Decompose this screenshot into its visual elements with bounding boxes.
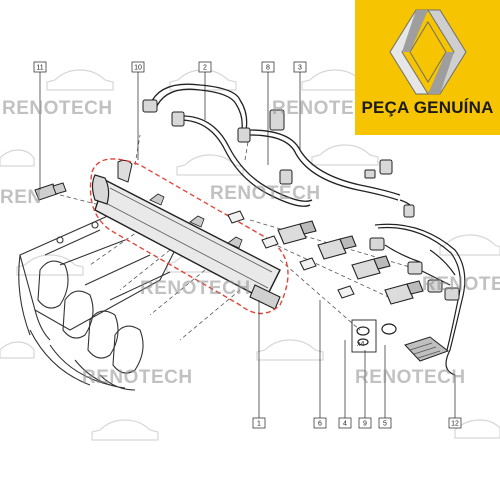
callout-tag: 3 bbox=[293, 61, 307, 73]
callout-number: 2 bbox=[203, 65, 207, 72]
watermark-text: RENOTECH bbox=[82, 367, 193, 388]
watermark-text: RENOTECH bbox=[422, 274, 500, 295]
callout-tag: 11 bbox=[33, 61, 47, 73]
callout-number: 12 bbox=[451, 421, 459, 428]
watermark-text: RENOTECH bbox=[210, 183, 321, 204]
callout-number: 8 bbox=[266, 65, 270, 72]
watermark-text: RENOTECH bbox=[355, 367, 466, 388]
renault-diamond-icon bbox=[389, 9, 467, 95]
fuel-rail bbox=[91, 159, 281, 310]
callout-tag: 8 bbox=[261, 61, 275, 73]
fuel-injectors bbox=[277, 220, 424, 305]
o-rings bbox=[351, 319, 397, 353]
callout-number: 10 bbox=[134, 65, 142, 72]
watermark-text: RENOTECH bbox=[0, 187, 42, 208]
pressure-fitting bbox=[34, 182, 67, 201]
callout-tags: 11 10 2 8 3 1 6 4 9 5 12 x4 bbox=[33, 61, 462, 429]
callout-tag: 4 bbox=[338, 417, 352, 429]
injector-clips bbox=[227, 210, 355, 299]
pipe-fittings bbox=[142, 99, 415, 218]
callout-number: 9 bbox=[363, 421, 367, 428]
callout-tag: 1 bbox=[252, 417, 266, 429]
quantity-label: x4 bbox=[357, 341, 365, 348]
callout-tag: 12 bbox=[448, 417, 462, 429]
assembly-guide-lines bbox=[59, 129, 421, 341]
callout-leaders bbox=[39, 72, 456, 418]
watermark-text: RENOTECH bbox=[140, 278, 251, 299]
callout-tag: 6 bbox=[313, 417, 327, 429]
callout-number: 4 bbox=[343, 421, 347, 428]
callout-tag: 9 bbox=[358, 417, 372, 429]
badge-text: PEÇA GENUÍNA bbox=[361, 98, 494, 117]
callout-tag: 5 bbox=[378, 417, 392, 429]
fuel-pipes bbox=[149, 83, 414, 213]
harness-connectors bbox=[369, 237, 460, 362]
callout-number: 1 bbox=[257, 421, 261, 428]
watermark-text: RENOTECH bbox=[272, 98, 383, 119]
genuine-part-badge: PEÇA GENUÍNA bbox=[355, 0, 500, 135]
intake-manifold bbox=[18, 214, 176, 391]
callout-number: 6 bbox=[318, 421, 322, 428]
callout-tag: 10 bbox=[131, 61, 145, 73]
callout-number: 11 bbox=[36, 65, 43, 72]
watermark-text: RENOTECH bbox=[2, 98, 113, 119]
highlight-outline bbox=[89, 158, 289, 315]
callout-number: 3 bbox=[298, 65, 302, 72]
callout-tag: 2 bbox=[198, 61, 212, 73]
callout-number: 5 bbox=[383, 421, 387, 428]
wiring-harness bbox=[374, 223, 466, 376]
